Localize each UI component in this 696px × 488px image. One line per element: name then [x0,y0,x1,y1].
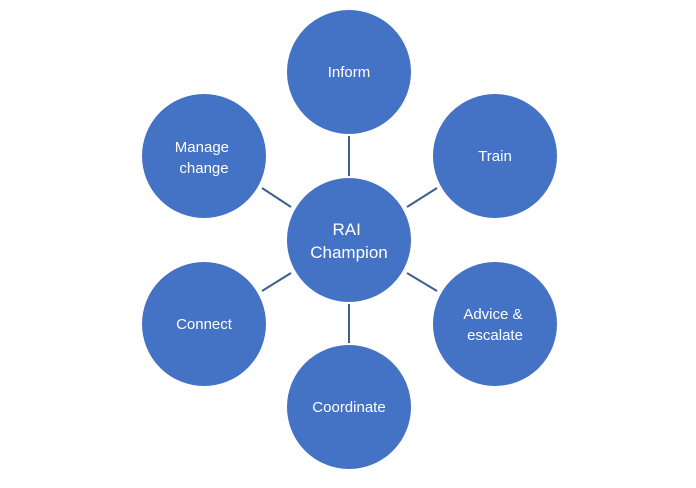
connector-connect [261,272,292,292]
node-coordinate-label: Coordinate [312,399,385,416]
node-inform-label-line: Inform [328,64,371,81]
node-connect-label: Connect [176,316,233,333]
node-manage-change: Manage change [140,92,268,220]
node-connect: Connect [140,260,268,388]
connector-train [406,187,438,208]
node-center-circle [285,176,413,304]
connector-advice-escalate [406,272,438,292]
connectors [261,135,438,344]
node-coordinate-label-line: Coordinate [312,399,385,416]
node-inform: Inform [285,8,413,136]
node-advice-escalate-label: Advice & escalate [463,306,526,344]
node-manage-change-label-line-1: Manage [175,139,229,156]
node-manage-change-circle [140,92,268,220]
node-advice-escalate: Advice & escalate [431,260,559,388]
node-advice-escalate-label-line-1: Advice & [463,306,522,323]
connector-manage-change [261,187,292,208]
node-inform-circle [285,8,413,136]
node-connect-label-line: Connect [176,316,233,333]
node-center-label: RAI Champion [310,220,388,262]
node-center-label-line-1: RAI [332,220,360,239]
node-coordinate-circle [285,343,413,471]
node-train: Train [431,92,559,220]
node-center-rai-champion: RAI Champion [285,176,413,304]
node-train-label-line: Train [478,148,512,165]
node-train-label: Train [478,148,512,165]
node-manage-change-label: Manage change [175,139,233,177]
node-coordinate: Coordinate [285,343,413,471]
node-manage-change-label-line-2: change [179,160,228,177]
node-center-label-line-2: Champion [310,243,388,262]
node-train-circle [431,92,559,220]
node-inform-label: Inform [328,64,371,81]
node-connect-circle [140,260,268,388]
node-advice-escalate-label-line-2: escalate [467,327,523,344]
node-advice-escalate-circle [431,260,559,388]
